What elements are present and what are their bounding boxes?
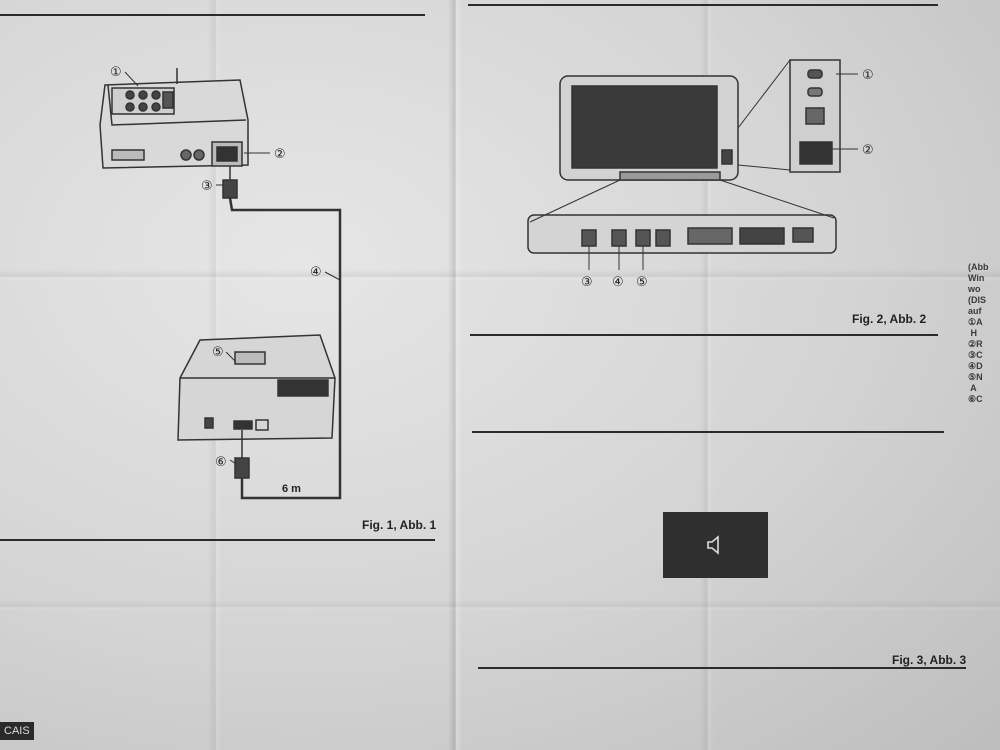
callout-4: ④ xyxy=(612,275,624,290)
fig2-drawing xyxy=(527,59,858,270)
callout-2: ② xyxy=(862,143,874,158)
callout-6: ⑥ xyxy=(215,455,227,470)
callout-5: ⑤ xyxy=(212,345,224,360)
fig3-caption: Fig. 3, Abb. 3 xyxy=(892,653,967,667)
speaker-icon xyxy=(706,535,719,555)
fig1-caption: Fig. 1, Abb. 1 xyxy=(362,518,437,532)
paper-fold xyxy=(448,0,462,750)
section-rule xyxy=(468,4,938,6)
fig1-callouts: ① ② ③ ④ ⑤ ⑥ xyxy=(110,65,322,470)
callout-1: ① xyxy=(862,68,874,83)
callout-3: ③ xyxy=(201,179,213,194)
language-tab: CAIS xyxy=(0,722,34,740)
cable-length-label: 6 m xyxy=(282,483,301,495)
paper-fold xyxy=(0,600,1000,612)
paper-fold xyxy=(0,270,1000,282)
callout-4: ④ xyxy=(310,265,322,280)
callout-3: ③ xyxy=(581,275,593,290)
side-text-fragment: (Abb Win wo (DIS auf ①A H ②R ③C ④D ⑤N A … xyxy=(968,262,989,404)
fig2-caption: Fig. 2, Abb. 2 xyxy=(852,312,927,326)
fig1-drawing xyxy=(99,68,342,500)
section-rule xyxy=(470,334,938,336)
fig2-callouts: ① ② ③ ④ ⑤ xyxy=(581,68,874,290)
callout-1: ① xyxy=(110,65,122,80)
callout-2: ② xyxy=(274,147,286,162)
fig3-image xyxy=(663,512,768,578)
section-rule xyxy=(478,667,966,669)
callout-5: ⑤ xyxy=(636,275,648,290)
section-rule xyxy=(0,539,435,541)
section-rule xyxy=(0,14,425,16)
section-rule xyxy=(472,431,944,433)
